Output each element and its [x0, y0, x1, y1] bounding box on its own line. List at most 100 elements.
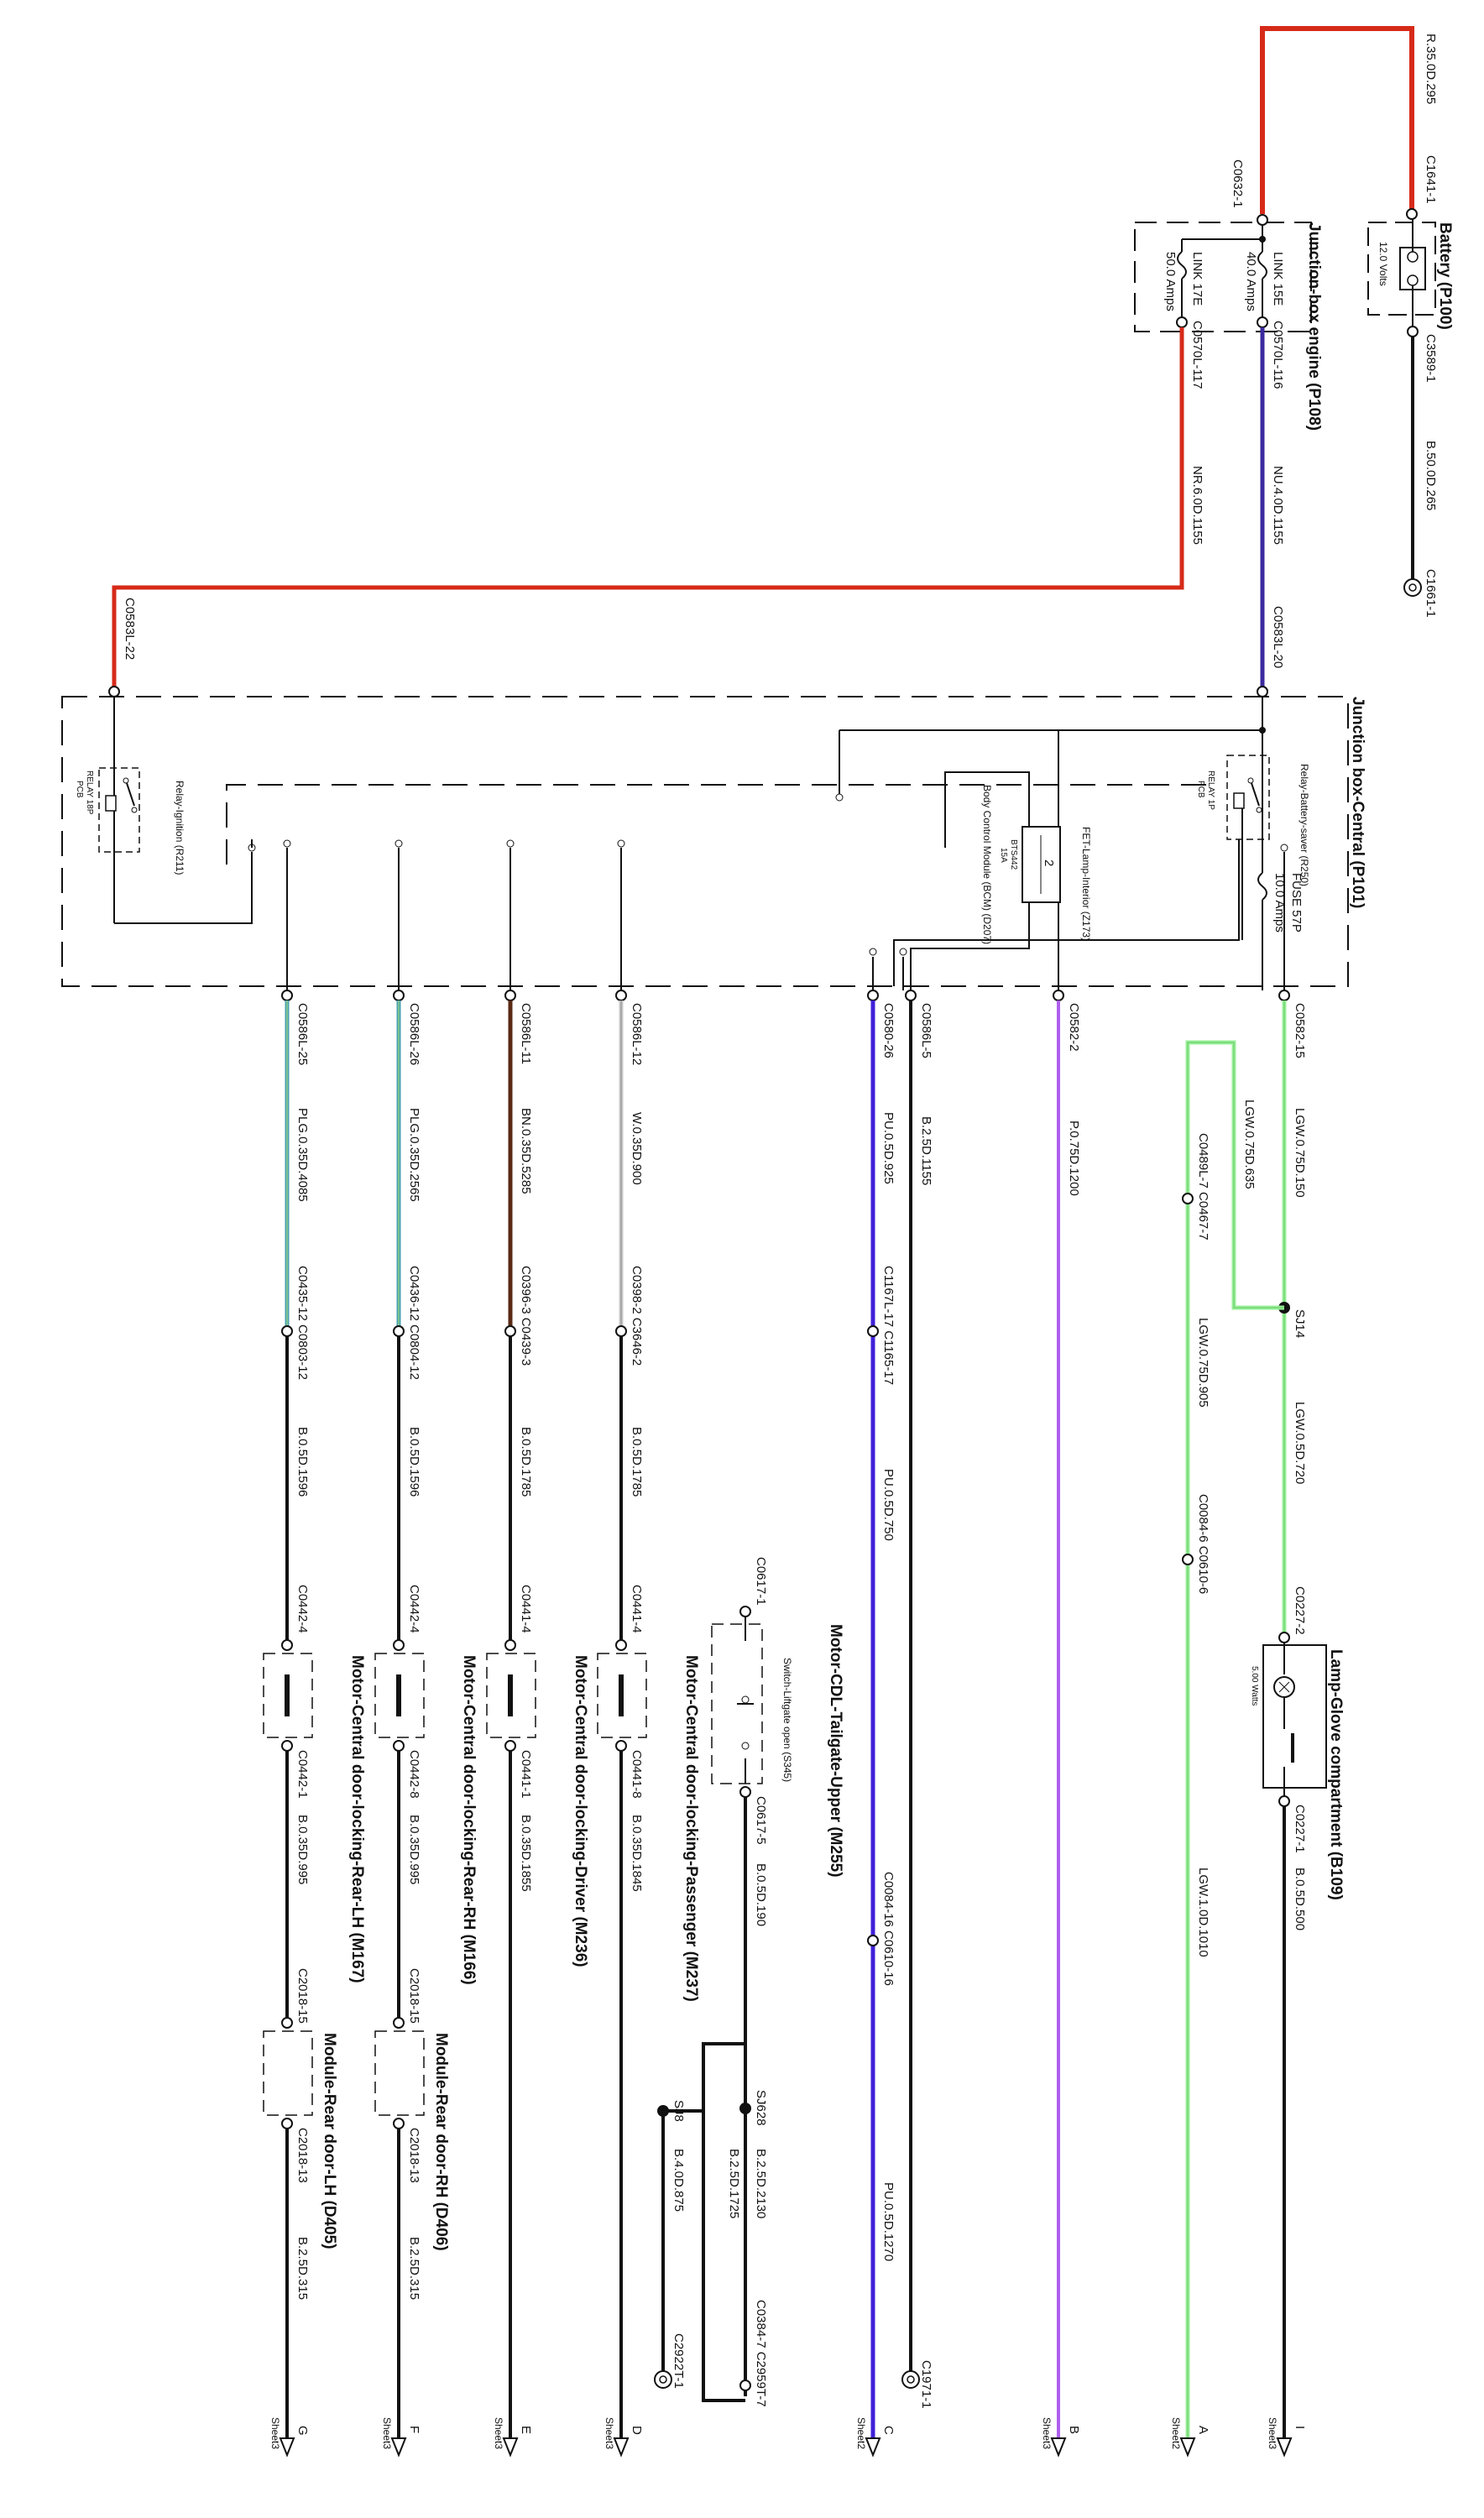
connector-node: [393, 2017, 405, 2029]
connector-node: [281, 1325, 293, 1337]
diagram-label: C0384-7 C2959T-7: [754, 2300, 768, 2407]
diagram-label: Sheet3: [493, 2417, 504, 2449]
diagram-label: LGW.0.75D.635: [1242, 1100, 1257, 1189]
connector-node: [615, 1740, 627, 1752]
diagram-label: Sheet3: [1267, 2417, 1278, 2449]
label-c3589: C3589-1: [1424, 334, 1438, 383]
connector-node: [504, 1639, 516, 1651]
connector-node: [108, 686, 120, 697]
connector-node: [1407, 251, 1419, 263]
diagram-label: LINK 17E: [1190, 252, 1204, 306]
connector-node: [739, 2380, 751, 2391]
wire-segment: [502, 2437, 519, 2458]
diagram-label: C0398-2 C3646-2: [630, 1266, 644, 1366]
diagram-label: Sheet3: [604, 2417, 615, 2449]
diagram-label: Sheet2: [855, 2417, 867, 2449]
connector-node: [1257, 316, 1268, 328]
connector-node: [281, 990, 293, 1001]
diagram-label: B.0.5D.1785: [630, 1427, 644, 1497]
wire-segment: [1233, 792, 1245, 809]
diagram-label: C1971-1: [919, 2360, 933, 2409]
diagram-label: Module-Rear door-LH (D405): [321, 2033, 338, 2249]
wire-segment: [263, 1653, 313, 1738]
diagram-label: C0617-5: [754, 1796, 768, 1845]
connector-node: [739, 1786, 751, 1798]
connector-node: [1278, 990, 1290, 1001]
diagram-label: B.2.5D.1155: [919, 1116, 933, 1185]
connector-node: [617, 839, 625, 848]
wire-segment: [105, 795, 117, 812]
diagram-label: LGW.1.0D.1010: [1196, 1868, 1210, 1957]
wire-segment: [1050, 2437, 1067, 2458]
connector-node: [1176, 316, 1188, 328]
connector-node: [867, 990, 879, 1001]
diagram-label: SJ628: [754, 2090, 768, 2126]
diagram-label: C0617-1: [754, 1557, 768, 1606]
diagram-label: C0442-1: [295, 1750, 310, 1799]
connector-node: [393, 1325, 405, 1337]
connector-node: [1182, 1554, 1194, 1565]
diagram-label: B.0.5D.1785: [519, 1427, 533, 1497]
diagram-label: NR.6.0D.1155: [1190, 466, 1204, 545]
diagram-label: C0582-2: [1067, 1003, 1081, 1052]
connector-node: [504, 1325, 516, 1337]
connector-node: [1278, 1795, 1290, 1807]
wire-segment: [374, 1653, 425, 1738]
diagram-label: I: [1293, 2426, 1307, 2429]
diagram-label: B.0.35D.995: [407, 1815, 421, 1884]
circuit-black-c1971: C0586L-5 B.2.5D.1155 C1971-1: [901, 990, 933, 2409]
wire-segment: [390, 2437, 407, 2458]
connector-node: [1406, 208, 1418, 220]
diagram-label: Switch-Liftgate open (S345): [781, 1658, 793, 1782]
diagram-label: B.0.5D.500: [1293, 1868, 1307, 1930]
diagram-label: B.2.5D.1725: [727, 2149, 741, 2218]
diagram-label: 5.00 Watts: [1250, 1666, 1259, 1706]
diagram-label: B.4.0D.875: [671, 2149, 686, 2212]
diagram-label: C0583L-22: [123, 598, 137, 660]
connector-node: [867, 1935, 879, 1946]
junction-box-engine: Junction-box engine (P108) C0632-1 LINK …: [1134, 159, 1323, 431]
connector-node: [1280, 844, 1288, 852]
diagram-label: C0586L-5: [919, 1003, 933, 1058]
wire-segment: [1250, 780, 1260, 807]
wire-segment: [702, 2042, 745, 2402]
label-b-50: B.50.0D.265: [1424, 441, 1438, 510]
wire-segment: [98, 767, 140, 853]
diagram-label: PLG.0.35D.4085: [295, 1108, 310, 1202]
connector-node: [907, 2375, 915, 2384]
diagram-label: C0580-26: [881, 1003, 896, 1058]
diagram-label: B.0.35D.995: [295, 1815, 310, 1884]
wire-segment: [125, 780, 135, 807]
circuit-f-rear-rh: C0586L-26 PLG.0.35D.2565 C0436-12 C0804-…: [374, 839, 478, 2458]
diagram-label: C: [881, 2426, 896, 2435]
diagram-label: C0586L-11: [519, 1003, 533, 1064]
diagram-label: PLG.0.35D.2565: [407, 1108, 421, 1202]
diagram-label: SJ8: [671, 2100, 686, 2122]
diagram-label: B.0.35D.1855: [519, 1815, 533, 1892]
diagram-label: Relay-Battery-saver (R250): [1298, 764, 1310, 886]
connector-node: [504, 990, 516, 1001]
wire-segment: [61, 696, 1349, 987]
diagram-label: Sheet3: [269, 2417, 281, 2449]
wire-segment: [1278, 1681, 1290, 1693]
diagram-label: Sheet3: [381, 2417, 393, 2449]
diagram-label: Sheet3: [1041, 2417, 1053, 2449]
connector-node: [659, 2375, 667, 2384]
circuit-g-rear-lh: C0586L-25 PLG.0.35D.4085 C0435-12 C0803-…: [263, 839, 366, 2458]
label-r-wire: R.35.0D.295: [1424, 34, 1438, 104]
diagram-label: B.2.5D.315: [295, 2237, 310, 2300]
wire-segment: [597, 1653, 647, 1738]
diagram-label: PCB: [1196, 781, 1205, 798]
junction-box-central: Junction box-Central (P101) FUSE 57P 10.…: [61, 696, 1366, 990]
relay-battery-saver: Relay-Battery-saver (R250) RELAY 1P PCB: [1196, 755, 1310, 886]
diagram-label: C0435-12 C0803-12: [295, 1266, 310, 1380]
battery-feed: R.35.0D.295 C1641-1 Battery (P100) 12.0 …: [1260, 26, 1454, 618]
wire-segment: [711, 1623, 763, 1784]
diagram-label: LINK 15E: [1271, 252, 1285, 306]
diagram-label: C0441-8: [630, 1750, 644, 1799]
diagram-label: Lamp-Glove compartment (B109): [1327, 1649, 1345, 1900]
diagram-label: C0570L-116: [1271, 321, 1285, 389]
diagram-label: D: [630, 2426, 644, 2435]
connector-node: [867, 1325, 879, 1337]
diagram-label: FET-Lamp-Interior (Z173): [1080, 827, 1092, 941]
